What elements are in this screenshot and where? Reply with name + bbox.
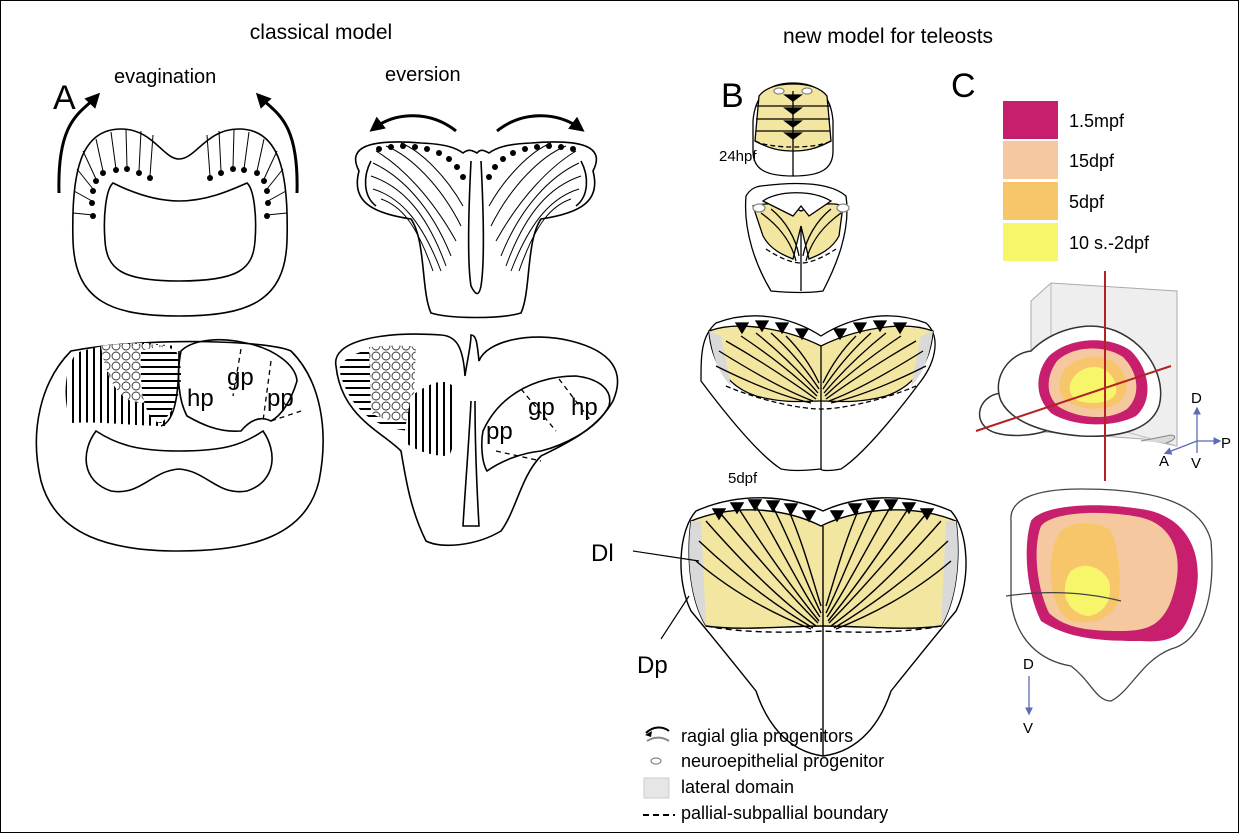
- label-eversion: eversion: [385, 64, 461, 86]
- panel-label-c: C: [951, 67, 976, 105]
- legend-label-neuroepithelial: neuroepithelial progenitor: [681, 751, 884, 771]
- age-label-10s-2dpf: 10 s.-2dpf: [1069, 233, 1150, 253]
- eversion-regions-diagram: [336, 334, 618, 545]
- region-label-hp-right: hp: [571, 394, 598, 421]
- age-label-15dpf: 15dpf: [1069, 151, 1115, 171]
- callout-dp: Dp: [637, 652, 668, 679]
- teleost-mid-stage-diagram: [746, 183, 849, 292]
- age-label-5dpf: 5dpf: [1069, 192, 1105, 212]
- axis-p-top: P: [1221, 435, 1231, 452]
- heading-classical-model: classical model: [250, 21, 392, 44]
- teleost-5dpf-diagram: [633, 498, 966, 756]
- age-legend: [1003, 101, 1058, 261]
- grey-square-icon: [644, 778, 669, 798]
- legend-icons: [643, 727, 675, 815]
- axis-a-top: A: [1159, 453, 1169, 470]
- region-label-pp-left: pp: [267, 385, 294, 412]
- region-label-gp-left: gp: [227, 364, 254, 391]
- neuroepithelial-icon: [651, 758, 661, 764]
- swatch-1-5mpf: [1003, 101, 1058, 139]
- panel-label-a: A: [53, 79, 76, 117]
- axis-v-bottom: V: [1023, 720, 1033, 737]
- evagination-regions-diagram: [36, 340, 323, 551]
- swatch-15dpf: [1003, 141, 1058, 179]
- eversion-diagram: [356, 116, 597, 318]
- stage-label-5dpf: 5dpf: [728, 470, 758, 487]
- teleost-3dpf-diagram: [701, 316, 935, 471]
- brain-3d-diagram: [976, 271, 1219, 481]
- axis-v-top: V: [1191, 455, 1201, 472]
- radial-glia-icon: [646, 727, 669, 733]
- region-label-gp-right: gp: [528, 394, 555, 421]
- region-label-pp-right: pp: [486, 418, 513, 445]
- callout-dl: Dl: [591, 540, 614, 567]
- brain-section-diagram: [1006, 489, 1212, 713]
- age-label-1-5mpf: 1.5mpf: [1069, 111, 1125, 131]
- swatch-5dpf: [1003, 182, 1058, 220]
- evagination-diagram: [59, 96, 297, 316]
- teleost-24hpf-diagram: [753, 83, 833, 176]
- panel-label-b: B: [721, 77, 744, 115]
- heading-new-model: new model for teleosts: [783, 25, 993, 48]
- axis-d-top: D: [1191, 390, 1202, 407]
- region-label-hp-left: hp: [187, 385, 214, 412]
- legend-label-boundary: pallial-subpallial boundary: [681, 803, 888, 823]
- legend-label-lateral-domain: lateral domain: [681, 777, 794, 797]
- axis-d-bottom: D: [1023, 656, 1034, 673]
- stage-label-24hpf: 24hpf: [719, 148, 757, 165]
- swatch-10s-2dpf: [1003, 223, 1058, 261]
- label-evagination: evagination: [114, 66, 216, 88]
- legend-label-radial-glia: ragial glia progenitors: [681, 726, 853, 746]
